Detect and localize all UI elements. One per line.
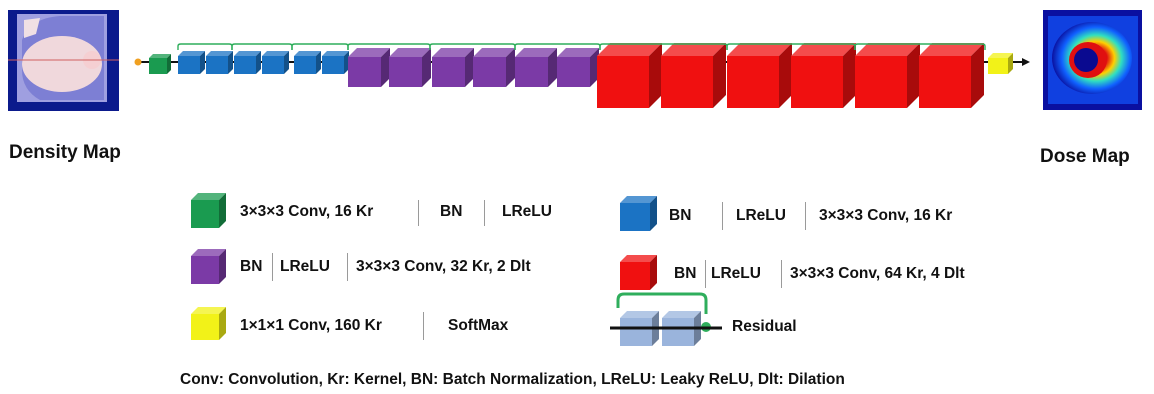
separator — [805, 202, 806, 230]
residual-legend-block-1 — [620, 311, 659, 346]
purple-bn-text: BN — [240, 258, 263, 275]
pipeline-arrowhead — [1022, 58, 1030, 66]
separator — [705, 260, 706, 288]
input-label: Density Map — [9, 142, 121, 163]
legend-yellow-cube — [191, 307, 226, 340]
purple-block-3 — [432, 48, 474, 87]
blue-block-3 — [234, 51, 261, 74]
red-block-5 — [855, 43, 920, 108]
legend-red-cube — [620, 255, 657, 290]
purple-block-5 — [515, 48, 557, 87]
green-conv-text: 3×3×3 Conv, 16 Kr — [240, 203, 374, 220]
red-conv-text: 3×3×3 Conv, 64 Kr, 4 Dlt — [790, 265, 965, 282]
residual-text: Residual — [732, 318, 797, 335]
dose-map-image — [1043, 10, 1142, 110]
abbreviation-footnote: Conv: Convolution, Kr: Kernel, BN: Batch… — [180, 371, 845, 388]
residual-legend-graphic — [610, 292, 722, 330]
yellow-softmax-text: SoftMax — [448, 317, 509, 334]
output-label: Dose Map — [1040, 146, 1130, 167]
red-block-3 — [727, 43, 792, 108]
separator — [347, 253, 348, 281]
blue-block-6 — [322, 51, 349, 74]
red-bn-text: BN — [674, 265, 697, 282]
legend-blue-cube — [620, 196, 657, 231]
skip-connection-arc — [231, 43, 293, 50]
purple-block-6 — [557, 48, 599, 87]
purple-lrelu-text: LReLU — [280, 258, 330, 275]
purple-block-2 — [389, 48, 431, 87]
pipeline-start-dot — [134, 58, 142, 66]
purple-block-4 — [473, 48, 515, 87]
residual-legend-block-2 — [662, 311, 701, 346]
blue-bn-text: BN — [669, 207, 692, 224]
purple-block-1 — [348, 48, 390, 87]
separator — [423, 312, 424, 340]
yellow-softmax-block — [988, 53, 1013, 74]
blue-block-2 — [206, 51, 233, 74]
residual-arcs — [177, 43, 986, 50]
skip-connection-arc — [854, 43, 986, 50]
green-conv-block — [149, 54, 171, 74]
separator — [484, 200, 485, 226]
separator — [781, 260, 782, 288]
skip-connection-arc — [177, 43, 233, 50]
red-block-1 — [597, 43, 662, 108]
green-lrelu-text: LReLU — [502, 203, 552, 220]
red-lrelu-text: LReLU — [711, 265, 761, 282]
red-block-2 — [661, 43, 726, 108]
blue-conv-text: 3×3×3 Conv, 16 Kr — [819, 207, 953, 224]
density-map-image — [8, 10, 119, 111]
green-bn-text: BN — [440, 203, 463, 220]
layer-blocks — [149, 43, 1013, 108]
skip-connection-arc — [291, 43, 349, 50]
purple-conv-text: 3×3×3 Conv, 32 Kr, 2 Dlt — [356, 258, 531, 275]
blue-block-4 — [262, 51, 289, 74]
legend-green-cube — [191, 193, 226, 228]
separator — [272, 253, 273, 281]
yellow-conv-text: 1×1×1 Conv, 160 Kr — [240, 317, 382, 334]
blue-block-5 — [294, 51, 321, 74]
red-block-4 — [791, 43, 856, 108]
legend-purple-cube — [191, 249, 226, 284]
blue-lrelu-text: LReLU — [736, 207, 786, 224]
blue-block-1 — [178, 51, 205, 74]
red-block-6 — [919, 43, 984, 108]
separator — [722, 202, 723, 230]
separator — [418, 200, 419, 226]
